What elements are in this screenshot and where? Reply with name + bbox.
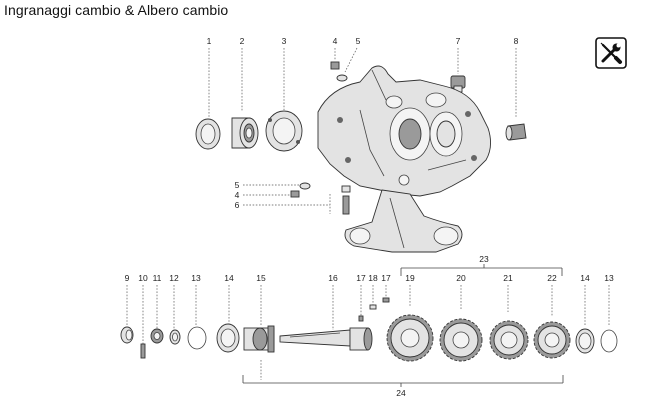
part-circlip-13 xyxy=(187,326,207,350)
part-pin-10 xyxy=(140,343,146,359)
part-washer-12 xyxy=(169,329,181,345)
gear-20 xyxy=(439,318,483,362)
gear-22 xyxy=(533,321,571,359)
part-oil-seal xyxy=(195,118,221,150)
part-circlip-13b xyxy=(600,329,618,353)
group-bracket-23 xyxy=(400,264,563,276)
part-cover-plate xyxy=(265,110,303,152)
top-leader-lines xyxy=(208,47,517,118)
part-small-washer-mid xyxy=(299,182,311,190)
callout-11: 11 xyxy=(153,273,162,283)
page-title: Ingranaggi cambio & Albero cambio xyxy=(4,2,229,18)
callout-14: 14 xyxy=(224,273,234,283)
callout-5-mid: 5 xyxy=(235,180,240,190)
part-pins-17-18 xyxy=(358,297,390,322)
callout-13: 13 xyxy=(191,273,201,283)
callout-4: 4 xyxy=(333,36,338,46)
callout-2: 2 xyxy=(240,36,245,46)
wrench-screwdriver-icon xyxy=(595,37,627,69)
callout-6-mid: 6 xyxy=(235,200,240,210)
callout-23: 23 xyxy=(479,254,489,264)
callout-9: 9 xyxy=(125,273,130,283)
callout-8: 8 xyxy=(514,36,519,46)
part-stud-bolt xyxy=(341,185,351,215)
callout-22: 22 xyxy=(547,273,557,283)
part-cap xyxy=(505,123,527,141)
callout-3: 3 xyxy=(282,36,287,46)
part-small-screw-mid xyxy=(290,190,300,198)
part-washer xyxy=(336,74,348,82)
callout-20: 20 xyxy=(456,273,466,283)
callout-18: 18 xyxy=(368,273,378,283)
part-thrust-washer-14 xyxy=(216,323,240,353)
callout-13b: 13 xyxy=(604,273,614,283)
callout-4-mid: 4 xyxy=(235,190,240,200)
part-shaft-16 xyxy=(279,327,373,351)
callout-24: 24 xyxy=(396,388,406,398)
part-plug xyxy=(330,61,340,70)
part-thrust-washer-14b xyxy=(575,328,595,354)
callout-7: 7 xyxy=(456,36,461,46)
part-nut-11 xyxy=(150,328,164,344)
part-breather xyxy=(450,75,466,93)
part-bush-9 xyxy=(120,326,134,344)
callout-17b: 17 xyxy=(381,273,391,283)
gear-21 xyxy=(489,320,529,360)
callout-21: 21 xyxy=(503,273,513,283)
mid-leader-lines xyxy=(243,184,331,214)
callout-1: 1 xyxy=(207,36,212,46)
callout-10: 10 xyxy=(138,273,148,283)
callout-15: 15 xyxy=(256,273,266,283)
tool-icon-button[interactable] xyxy=(595,37,627,69)
callout-17a: 17 xyxy=(356,273,366,283)
part-bearing xyxy=(231,117,259,149)
callout-16: 16 xyxy=(328,273,338,283)
callout-5: 5 xyxy=(356,36,361,46)
gear-19 xyxy=(386,314,434,362)
bottom-leader-lines xyxy=(126,285,610,380)
part-selector-15 xyxy=(243,325,275,353)
callout-19: 19 xyxy=(405,273,415,283)
group-bracket-24 xyxy=(242,375,564,387)
crankcase-housing xyxy=(317,65,491,253)
callout-12: 12 xyxy=(169,273,179,283)
callout-14b: 14 xyxy=(580,273,590,283)
